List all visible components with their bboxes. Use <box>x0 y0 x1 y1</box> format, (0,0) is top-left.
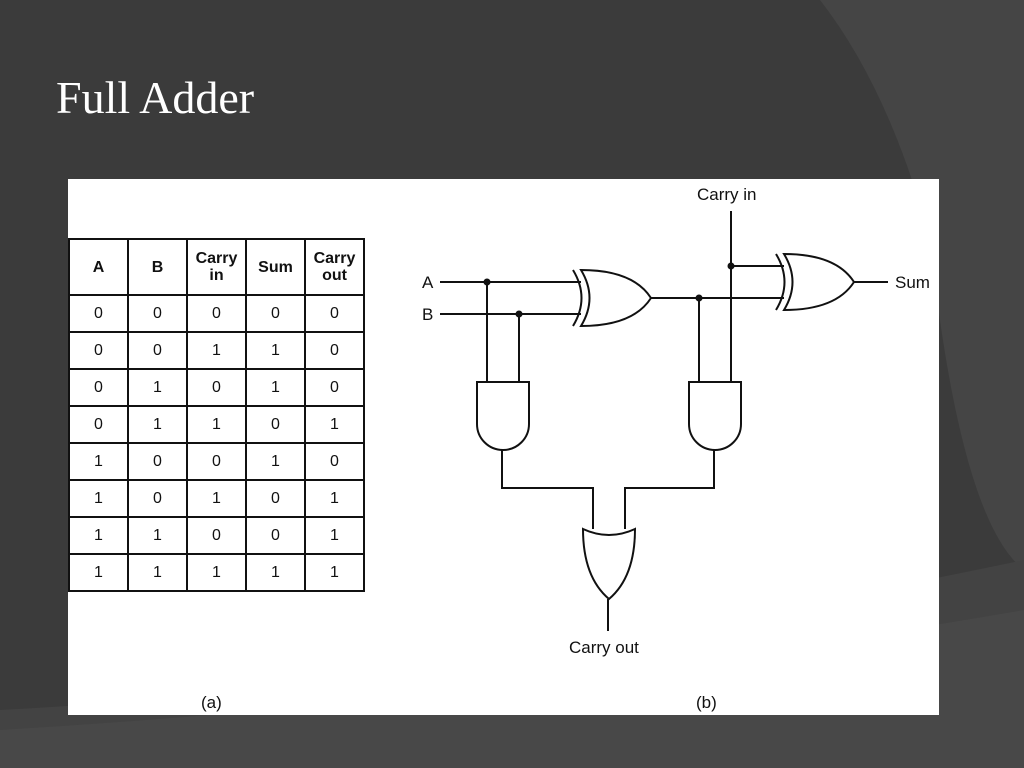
table-cell: 1 <box>245 442 306 481</box>
table-cell: 1 <box>186 553 247 592</box>
table-cell: 1 <box>245 368 306 407</box>
table-cell: 1 <box>127 405 188 444</box>
truth-table-header: A <box>68 238 129 296</box>
full-adder-circuit: A B Carry in Sum Carry out <box>422 185 930 657</box>
table-cell: 0 <box>127 331 188 370</box>
table-cell: 1 <box>304 516 365 555</box>
table-cell: 1 <box>68 553 129 592</box>
table-cell: 0 <box>304 368 365 407</box>
table-cell: 1 <box>245 553 306 592</box>
junction-dot <box>515 310 523 318</box>
table-cell: 0 <box>127 479 188 518</box>
table-cell: 0 <box>304 442 365 481</box>
slide-title: Full Adder <box>56 72 255 123</box>
table-cell: 0 <box>68 294 129 333</box>
and-gate <box>476 381 530 451</box>
table-cell: 1 <box>127 368 188 407</box>
table-cell: 1 <box>304 405 365 444</box>
table-cell: 0 <box>127 442 188 481</box>
table-cell: 0 <box>304 294 365 333</box>
table-cell: 0 <box>186 294 247 333</box>
table-cell: 1 <box>127 516 188 555</box>
wire-and1-out <box>501 450 594 529</box>
table-cell: 1 <box>245 331 306 370</box>
table-cell: 1 <box>304 479 365 518</box>
label-input-b: B <box>422 305 433 324</box>
table-cell: 0 <box>186 442 247 481</box>
label-sum: Sum <box>895 273 930 292</box>
table-cell: 0 <box>186 516 247 555</box>
table-cell: 0 <box>245 516 306 555</box>
xor-gate <box>572 268 653 328</box>
table-cell: 1 <box>186 331 247 370</box>
table-cell: 1 <box>68 479 129 518</box>
wire-and2-out <box>624 450 715 529</box>
junction-dot <box>695 294 703 302</box>
table-cell: 0 <box>68 331 129 370</box>
table-cell: 0 <box>68 368 129 407</box>
table-cell: 1 <box>186 479 247 518</box>
truth-table-header: Sum <box>245 238 306 296</box>
table-cell: 0 <box>245 479 306 518</box>
label-input-a: A <box>422 273 434 292</box>
junction-dot <box>483 278 491 286</box>
table-cell: 1 <box>68 516 129 555</box>
table-cell: 0 <box>304 331 365 370</box>
label-carry-out: Carry out <box>569 638 639 657</box>
table-cell: 1 <box>68 442 129 481</box>
truth-table-header: B <box>127 238 188 296</box>
table-cell: 0 <box>127 294 188 333</box>
table-cell: 0 <box>68 405 129 444</box>
junction-dot <box>727 262 735 270</box>
table-cell: 0 <box>245 405 306 444</box>
xor-gate <box>775 252 856 312</box>
label-carry-in: Carry in <box>697 185 757 204</box>
or-gate <box>581 527 637 601</box>
table-cell: 1 <box>127 553 188 592</box>
and-gate <box>688 381 742 451</box>
table-cell: 1 <box>304 553 365 592</box>
table-cell: 0 <box>186 368 247 407</box>
caption-a: (a) <box>201 693 222 712</box>
table-cell: 0 <box>245 294 306 333</box>
table-cell: 1 <box>186 405 247 444</box>
caption-b: (b) <box>696 693 717 712</box>
